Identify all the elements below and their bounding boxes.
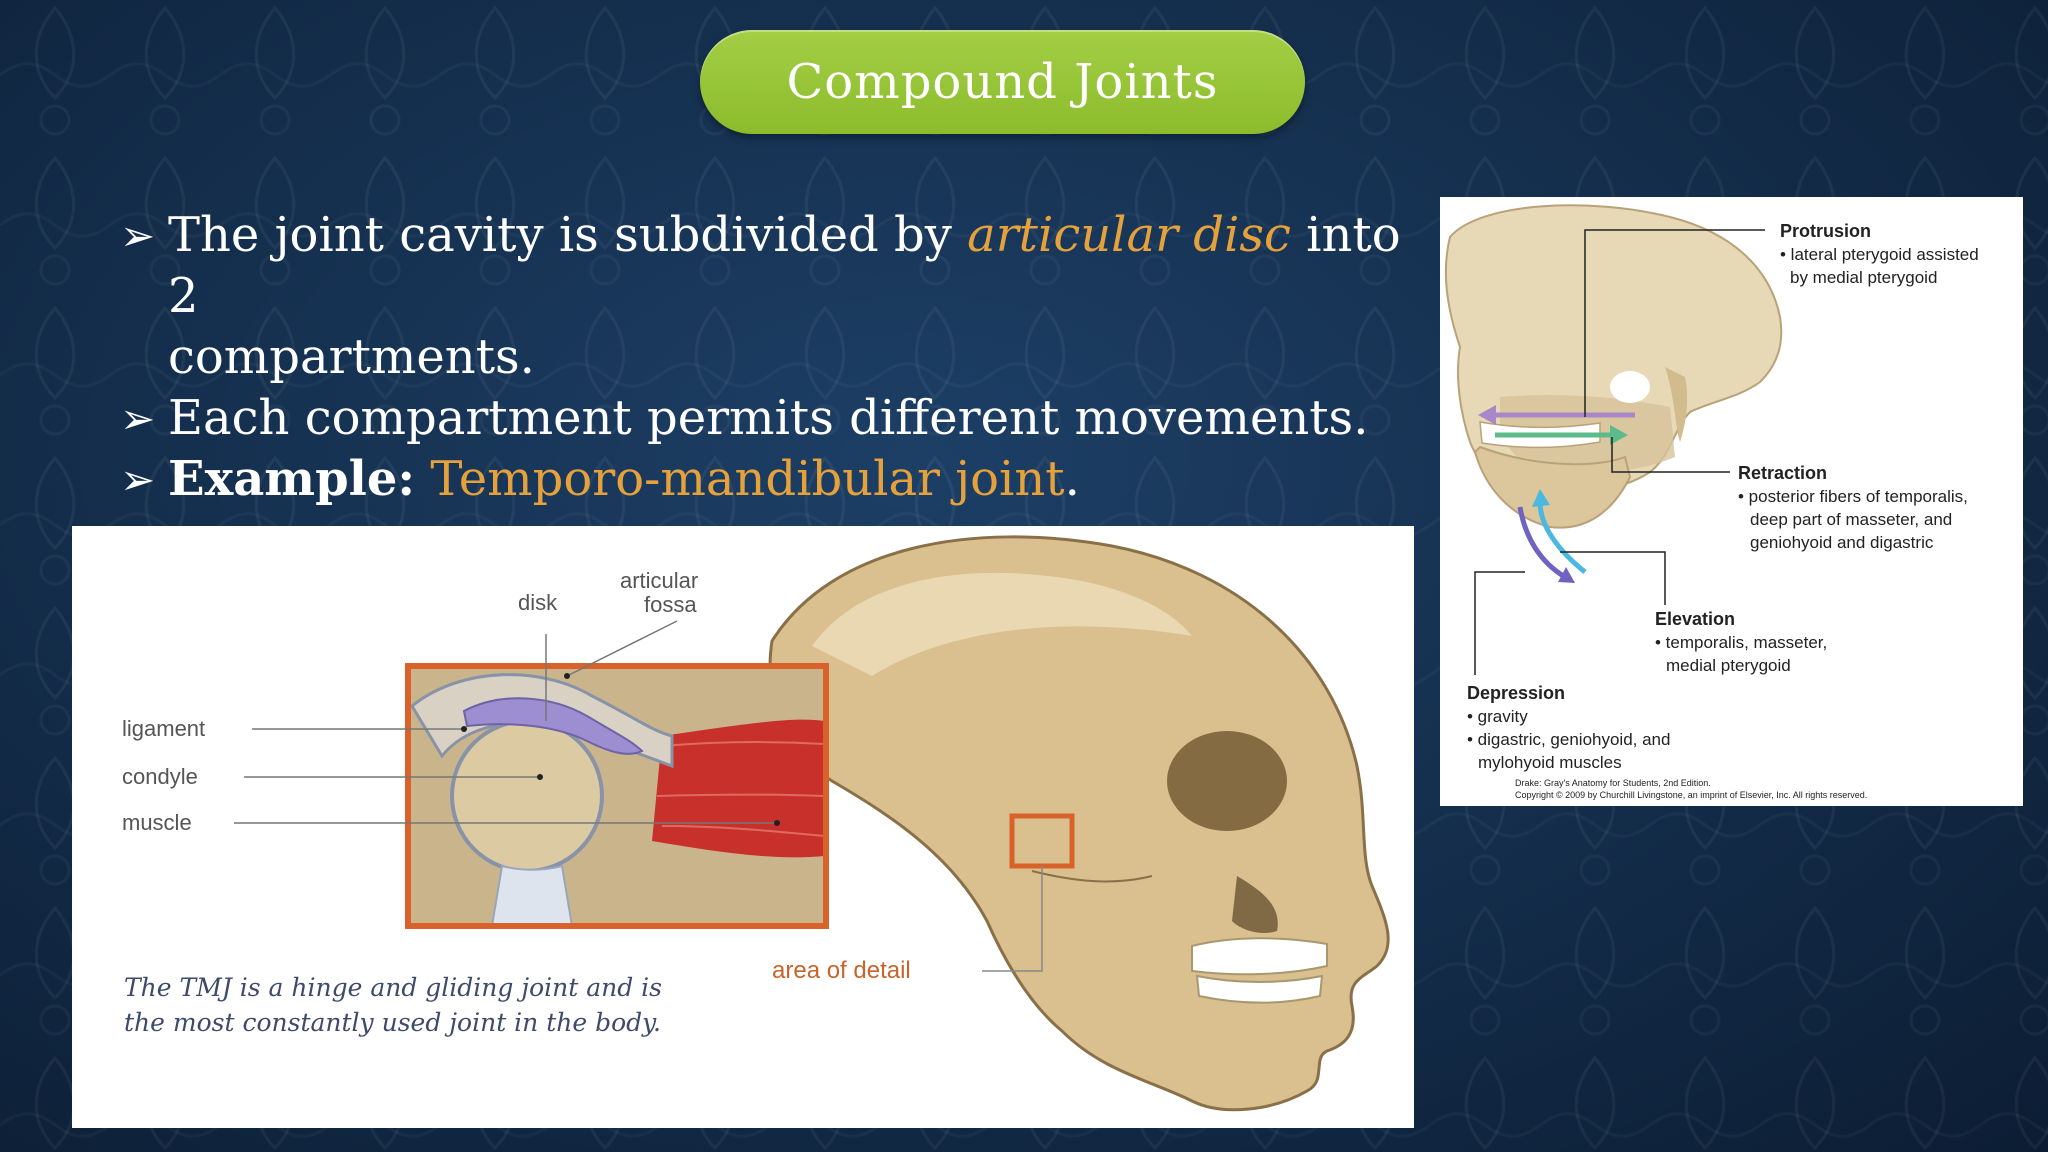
bullet-list: ➢ The joint cavity is subdivided by arti… (120, 205, 1420, 510)
retraction-line-1: • posterior fibers of temporalis, (1738, 487, 1968, 506)
depression-line-2: • digastric, geniohyoid, and (1467, 730, 1670, 749)
bullet-text-part: into 2 (168, 207, 1401, 324)
bullet-text: Each compartment permits different movem… (168, 390, 1369, 446)
label-area-of-detail: area of detail (772, 957, 911, 984)
label-muscle: muscle (122, 810, 192, 835)
skull-illustration (768, 535, 1390, 1112)
condyle-illustration (450, 719, 604, 873)
elevation-title: Elevation (1655, 609, 1735, 629)
muscle-illustration (652, 719, 824, 858)
joint-detail-inset (405, 663, 829, 929)
label-disk: disk (518, 590, 558, 615)
bullet-text-part: The joint cavity is subdivided by (168, 207, 968, 263)
articular-disc-term: articular disc (967, 207, 1291, 263)
tmj-term: Temporo-mandibular joint (430, 451, 1065, 507)
caption-line-2: the most constantly used joint in the bo… (124, 1008, 661, 1037)
arrow-bullet-icon: ➢ (120, 455, 156, 504)
label-fossa: fossa (644, 592, 697, 617)
depression-arrow (1517, 506, 1575, 583)
retraction-arrow (1495, 425, 1628, 445)
bullet-item: ➢ Each compartment permits different mov… (120, 388, 1420, 449)
bullet-text: Example: Temporo-mandibular joint. (168, 449, 1080, 510)
bullet-text-part: compartments. (168, 329, 535, 385)
label-articular: articular (620, 568, 698, 593)
arrow-bullet-icon: ➢ (120, 211, 156, 260)
label-condyle: condyle (122, 764, 198, 789)
credit-line-2: Copyright © 2009 by Churchill Livingston… (1515, 790, 1867, 800)
detail-frame (405, 663, 829, 929)
depression-title: Depression (1467, 683, 1565, 703)
area-of-detail-leader (982, 866, 1043, 972)
jaw-movements-illustration: Protrusion • lateral pterygoid assisted … (1444, 204, 1979, 800)
depression-line-1: • gravity (1467, 707, 1528, 726)
bullet-text: The joint cavity is subdivided by articu… (168, 205, 1420, 388)
credit-line-1: Drake: Gray's Anatomy for Students, 2nd … (1515, 778, 1711, 788)
jaw-movements-figure: Protrusion • lateral pterygoid assisted … (1440, 197, 2023, 806)
protrusion-line-1: • lateral pterygoid assisted (1780, 245, 1979, 264)
tmj-illustration: disk articular fossa ligament condyle mu… (122, 535, 1390, 1112)
example-label: Example: (168, 451, 416, 507)
label-ligament: ligament (122, 716, 205, 741)
caption-line-1: The TMJ is a hinge and gliding joint and… (124, 973, 662, 1002)
arrow-bullet-icon: ➢ (120, 394, 156, 443)
bullet-text-part: . (1064, 451, 1080, 507)
bullet-item: ➢ Example: Temporo-mandibular joint. (120, 449, 1420, 510)
retraction-line-2: deep part of masseter, and (1750, 510, 1952, 529)
mandible-illustration (1473, 445, 1632, 529)
depression-line-3: mylohyoid muscles (1478, 753, 1622, 772)
retraction-line-3: geniohyoid and digastric (1750, 533, 1934, 552)
retraction-title: Retraction (1738, 463, 1827, 483)
skull-lateral-illustration (1444, 204, 1783, 529)
movement-leaders (1474, 229, 1765, 675)
elevation-arrow (1532, 489, 1587, 574)
elevation-line-1: • temporalis, masseter, (1655, 633, 1827, 652)
elevation-line-2: medial pterygoid (1666, 656, 1791, 675)
title-banner: Compound Joints (700, 30, 1305, 134)
disk-illustration (462, 697, 644, 755)
label-dots (461, 673, 780, 826)
bullet-item: ➢ The joint cavity is subdivided by arti… (120, 205, 1420, 388)
slide-title: Compound Joints (786, 54, 1219, 110)
tmj-detail-figure: disk articular fossa ligament condyle mu… (72, 526, 1414, 1128)
protrusion-line-2: by medial pterygoid (1790, 268, 1937, 287)
label-leaders (234, 620, 777, 824)
protrusion-title: Protrusion (1780, 221, 1871, 241)
protrusion-arrow (1478, 405, 1635, 425)
